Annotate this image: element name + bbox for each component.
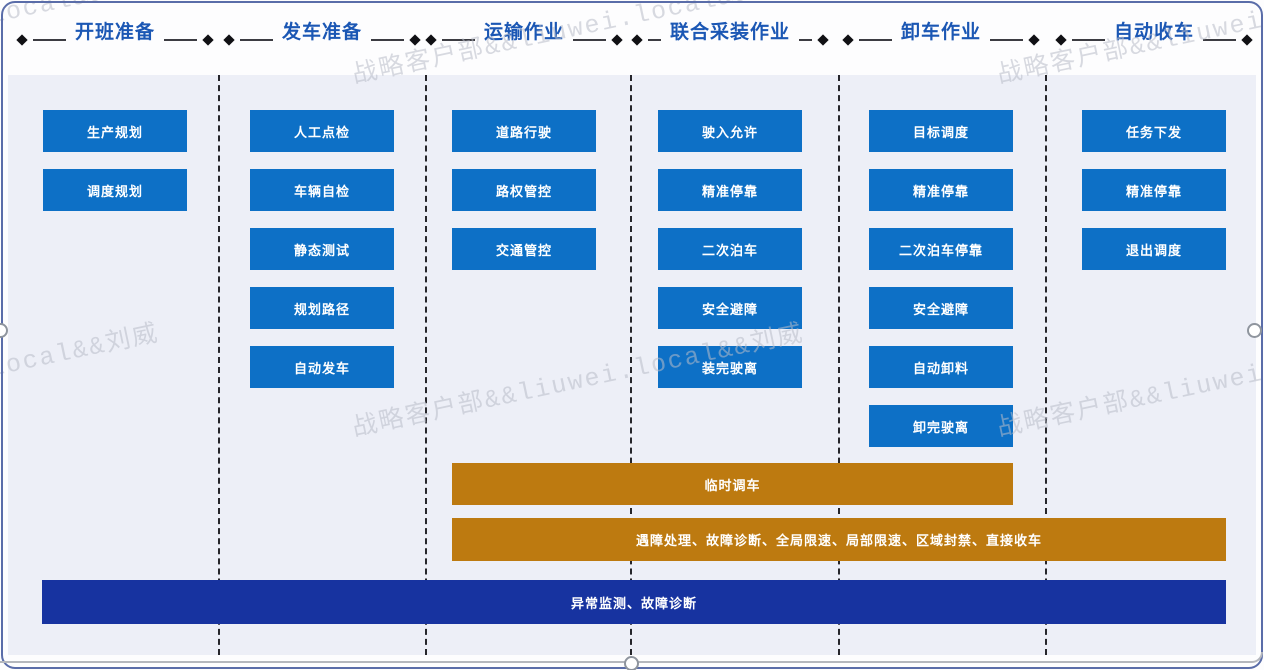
- column-separator: [425, 75, 427, 655]
- exception-bar[interactable]: 遇障处理、故障诊断、全局限速、局部限速、区域封禁、直接收车: [452, 518, 1226, 561]
- stage-header-label: 自动收车: [1114, 21, 1195, 43]
- stage-header: 自动收车: [1055, 12, 1253, 56]
- header-rule-right: [371, 39, 405, 41]
- diamond-left-icon: [631, 34, 643, 46]
- column-separator: [218, 75, 220, 655]
- diamond-left-icon: [425, 34, 437, 46]
- process-step-box[interactable]: 自动发车: [250, 346, 394, 388]
- diamond-right-icon: [1241, 34, 1253, 46]
- diamond-right-icon: [202, 34, 214, 46]
- process-step-box[interactable]: 装完驶离: [658, 346, 802, 388]
- monitor-bar[interactable]: 异常监测、故障诊断: [42, 580, 1226, 624]
- header-rule-right: [1203, 39, 1237, 41]
- process-step-box[interactable]: 安全避障: [658, 287, 802, 329]
- process-step-box[interactable]: 退出调度: [1082, 228, 1226, 270]
- process-step-box[interactable]: 二次泊车: [658, 228, 802, 270]
- process-step-box[interactable]: 目标调度: [869, 110, 1013, 152]
- process-step-box[interactable]: 精准停靠: [869, 169, 1013, 211]
- header-rule-left: [240, 39, 273, 41]
- diamond-right-icon: [817, 34, 829, 46]
- exception-bar[interactable]: 临时调车: [452, 463, 1013, 505]
- diamond-left-icon: [1055, 34, 1067, 46]
- process-step-box[interactable]: 交通管控: [452, 228, 596, 270]
- resize-handle-right[interactable]: [1247, 323, 1262, 338]
- slide-boundary-corner: [1250, 652, 1263, 663]
- process-step-box[interactable]: 人工点检: [250, 110, 394, 152]
- process-step-box[interactable]: 任务下发: [1082, 110, 1226, 152]
- process-step-box[interactable]: 调度规划: [43, 169, 187, 211]
- resize-handle-left[interactable]: [0, 323, 8, 338]
- column-separator: [1045, 75, 1047, 655]
- header-rule-left: [648, 39, 661, 41]
- stage-header-label: 开班准备: [75, 21, 156, 43]
- diamond-left-icon: [223, 34, 235, 46]
- process-step-box[interactable]: 车辆自检: [250, 169, 394, 211]
- diamond-right-icon: [611, 34, 623, 46]
- header-rule-left: [1072, 39, 1105, 41]
- header-rule-right: [164, 39, 198, 41]
- process-step-box[interactable]: 驶入允许: [658, 110, 802, 152]
- header-rule-left: [33, 39, 66, 41]
- column-separator: [838, 75, 840, 655]
- process-step-box[interactable]: 精准停靠: [658, 169, 802, 211]
- stage-header: 发车准备: [223, 12, 421, 56]
- process-step-box[interactable]: 规划路径: [250, 287, 394, 329]
- diamond-left-icon: [842, 34, 854, 46]
- stage-header: 联合采装作业: [631, 12, 829, 56]
- header-rule-left: [859, 39, 892, 41]
- header-rule-right: [573, 39, 607, 41]
- process-step-box[interactable]: 安全避障: [869, 287, 1013, 329]
- process-step-box[interactable]: 卸完驶离: [869, 405, 1013, 447]
- stage-header: 开班准备: [16, 12, 214, 56]
- stage-header-label: 运输作业: [484, 21, 565, 43]
- stage-header-label: 发车准备: [282, 21, 363, 43]
- process-step-box[interactable]: 生产规划: [43, 110, 187, 152]
- process-step-box[interactable]: 精准停靠: [1082, 169, 1226, 211]
- header-rule-left: [442, 39, 475, 41]
- process-step-box[interactable]: 自动卸料: [869, 346, 1013, 388]
- stage-header: 运输作业: [425, 12, 623, 56]
- diagram-body-panel: [8, 75, 1256, 655]
- stage-header: 卸车作业: [842, 12, 1040, 56]
- resize-handle-bottom[interactable]: [624, 656, 639, 670]
- header-rule-right: [799, 39, 813, 41]
- column-separator: [630, 75, 632, 655]
- stage-header-label: 卸车作业: [901, 21, 982, 43]
- diamond-right-icon: [1028, 34, 1040, 46]
- process-step-box[interactable]: 静态测试: [250, 228, 394, 270]
- diamond-left-icon: [16, 34, 28, 46]
- stage-header-label: 联合采装作业: [670, 21, 791, 43]
- process-step-box[interactable]: 二次泊车停靠: [869, 228, 1013, 270]
- diamond-right-icon: [409, 34, 421, 46]
- header-rule-right: [990, 39, 1024, 41]
- process-step-box[interactable]: 路权管控: [452, 169, 596, 211]
- process-step-box[interactable]: 道路行驶: [452, 110, 596, 152]
